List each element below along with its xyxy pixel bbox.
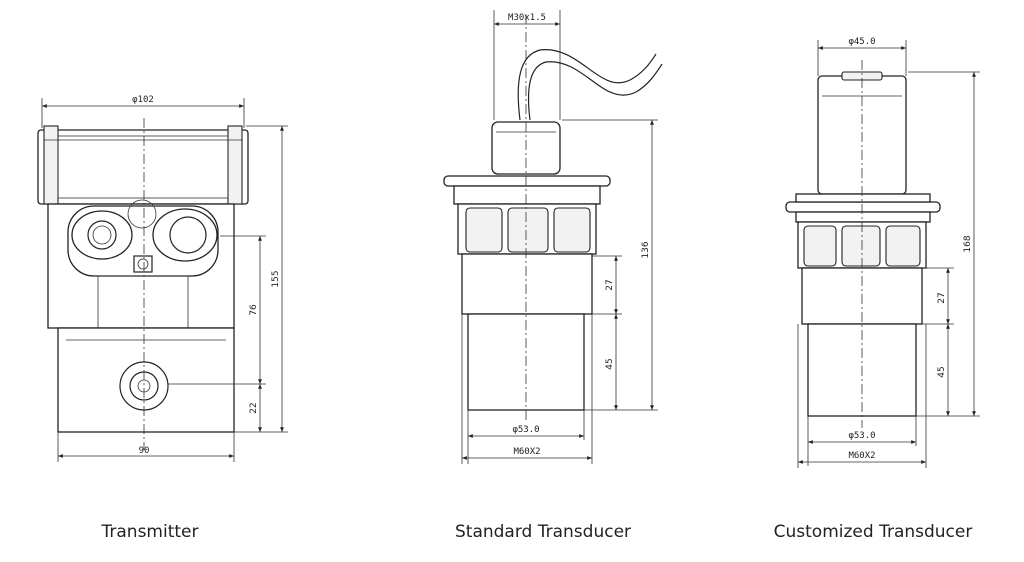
dim-height-total: 155: [271, 270, 281, 287]
caption-customized-transducer: Customized Transducer: [773, 522, 973, 542]
caption-transmitter: Transmitter: [101, 522, 199, 542]
caption-standard-transducer: Standard Transducer: [454, 522, 632, 542]
std-dim-height-body: 45: [605, 358, 615, 369]
dim-bottom-width: 90: [139, 446, 150, 456]
cust-dim-thread-bottom: M60X2: [848, 451, 875, 461]
dim-height-bottom: 22: [249, 402, 259, 413]
customized-transducer-drawing: φ45.0 168 27 45 φ53.0 M60X2: [785, 37, 980, 468]
std-dim-height-total: 136: [641, 241, 651, 258]
std-dim-height-thread: 27: [605, 279, 615, 290]
dim-top-diameter: φ102: [132, 95, 154, 105]
dim-height-mid: 76: [249, 304, 259, 316]
std-dim-thread-bottom: M60X2: [513, 447, 540, 457]
transmitter-drawing: φ102 90 155 76 22: [37, 95, 288, 462]
standard-transducer-drawing: M30x1.5 136 27 45 φ53.0 M60X2: [443, 10, 663, 464]
cust-dim-height-total: 168: [963, 235, 973, 252]
cust-dim-body-diameter: φ53.0: [848, 431, 875, 441]
dim-thread-top: M30x1.5: [508, 13, 546, 23]
cust-dim-height-thread: 27: [937, 292, 947, 303]
cust-dim-top-diameter: φ45.0: [848, 37, 875, 47]
std-dim-body-diameter: φ53.0: [512, 425, 539, 435]
cust-dim-height-body: 45: [937, 366, 947, 377]
